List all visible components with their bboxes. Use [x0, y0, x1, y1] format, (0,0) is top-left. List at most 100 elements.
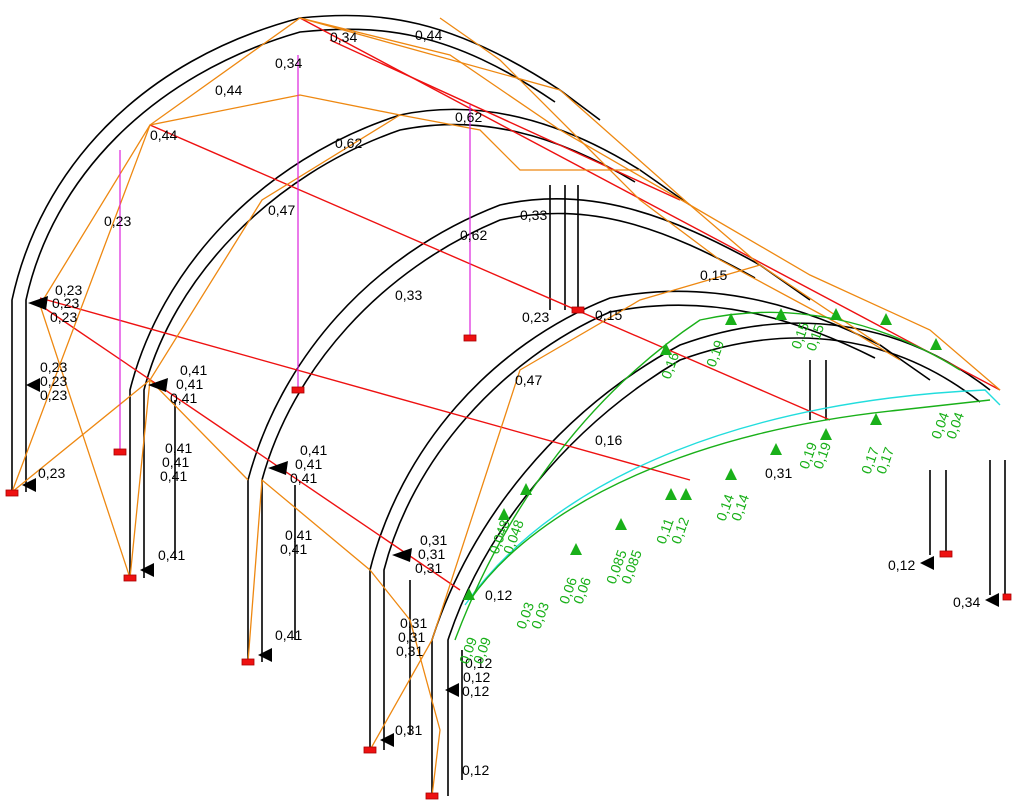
- load-arrow-icon: [680, 488, 692, 500]
- brace-side-5: [409, 619, 441, 797]
- force-label: 0,41: [160, 468, 187, 484]
- force-label: 0,41: [285, 527, 312, 543]
- load-line-inner: [469, 399, 991, 601]
- member-arrow-icon: [26, 378, 40, 392]
- support-icon: [5, 489, 19, 497]
- force-label: 0,12: [463, 669, 490, 685]
- brace-roof-2: [39, 94, 640, 579]
- force-label: 0,47: [268, 202, 295, 218]
- force-label: 0,31: [398, 629, 425, 645]
- force-label: 0,23: [52, 295, 79, 311]
- force-label: 0,12: [465, 655, 492, 671]
- force-label: 0,62: [460, 227, 487, 243]
- arch-frame-1-inner: [25, 28, 556, 492]
- member-arrow-icon: [445, 683, 459, 697]
- load-arrow-icon: [570, 543, 582, 555]
- force-label: 0,41: [300, 442, 327, 458]
- member-arrow-icon: [258, 648, 272, 662]
- load-arrow-icon: [870, 413, 882, 425]
- support-icon: [425, 792, 439, 800]
- force-label: 0,34: [275, 55, 302, 71]
- force-labels-black: 0,23 0,23 0,23 0,23 0,23 0,23 0,23 0,23 …: [38, 27, 980, 778]
- brace-side-3: [247, 478, 411, 663]
- force-label: 0,47: [515, 372, 542, 388]
- force-label: 0,31: [420, 532, 447, 548]
- force-label: 0,23: [40, 387, 67, 403]
- member-end-arrows: [22, 296, 999, 747]
- bracing-members: [11, 17, 1001, 797]
- force-label: 0,33: [395, 287, 422, 303]
- force-label: 0,41: [295, 456, 322, 472]
- member-arrow-icon: [920, 556, 934, 570]
- arch-frame-3-inner: [261, 212, 756, 662]
- member-arrow-icon: [148, 378, 168, 392]
- force-label: 0,31: [415, 560, 442, 576]
- force-label: 0,31: [765, 465, 792, 481]
- support-icon: [571, 306, 585, 314]
- load-label: 0,19: [703, 338, 727, 369]
- load-lines: [454, 311, 991, 641]
- arch-frame-5-inner: [447, 337, 981, 796]
- support-icon: [363, 746, 377, 754]
- force-label: 0,41: [158, 547, 185, 563]
- force-label: 0,12: [462, 683, 489, 699]
- longitudinal-beams: [39, 17, 1001, 591]
- force-label: 0,41: [280, 541, 307, 557]
- support-icon: [123, 574, 137, 582]
- force-label: 0,23: [55, 282, 82, 298]
- arch-frame-2: [129, 108, 691, 578]
- force-label: 0,34: [330, 29, 357, 45]
- support-icon: [113, 448, 127, 456]
- right-leg-3: [929, 470, 947, 555]
- force-label: 0,41: [180, 362, 207, 378]
- force-label: 0,34: [953, 594, 980, 610]
- support-icon: [1002, 593, 1012, 601]
- force-label: 0,12: [888, 557, 915, 573]
- arch-frame-4: [369, 290, 931, 750]
- force-label: 0,31: [400, 615, 427, 631]
- force-label: 0,31: [395, 722, 422, 738]
- load-arrows: [463, 308, 942, 600]
- force-label: 0,41: [170, 390, 197, 406]
- force-label: 0,31: [396, 643, 423, 659]
- arch-frame-5: [431, 322, 991, 796]
- load-arrow-icon: [665, 488, 677, 500]
- right-leg-4: [989, 460, 1006, 595]
- force-label: 0,41: [162, 454, 189, 470]
- arch-frames: [11, 14, 1006, 796]
- member-arrow-icon: [985, 593, 999, 607]
- load-labels-green: 0,19 0,19 0,19 0,16 0,15 0,15 0,14 0,14 …: [456, 320, 967, 666]
- right-leg-2: [809, 360, 827, 420]
- force-label: 0,23: [38, 465, 65, 481]
- hanger-members: [119, 55, 471, 452]
- support-icon: [463, 334, 477, 342]
- force-label: 0,15: [595, 307, 622, 323]
- load-arrow-icon: [820, 428, 832, 440]
- member-arrow-icon: [392, 548, 412, 562]
- force-label: 0,23: [50, 309, 77, 325]
- force-label: 0,31: [418, 546, 445, 562]
- beam-back: [329, 39, 681, 201]
- arch-frame-1: [11, 14, 601, 492]
- beam-upper: [149, 124, 831, 421]
- inner-posts: [174, 400, 463, 780]
- force-label: 0,23: [40, 373, 67, 389]
- member-arrow-icon: [268, 461, 288, 475]
- load-arrow-icon: [615, 518, 627, 530]
- member-arrow-icon: [22, 478, 36, 492]
- load-arrow-icon: [830, 308, 842, 320]
- right-leg-1: [549, 185, 579, 310]
- load-arrow-icon: [463, 588, 475, 600]
- load-arrow-icon: [880, 313, 892, 325]
- beam-lower: [39, 304, 461, 591]
- brace-top-x: [299, 17, 881, 346]
- brace-top-y: [439, 17, 901, 361]
- cable-member: [464, 389, 1001, 606]
- force-label: 0,44: [415, 27, 442, 43]
- arch-frame-3: [247, 197, 811, 662]
- force-label: 0,41: [275, 627, 302, 643]
- member-arrow-icon: [380, 733, 394, 747]
- force-label: 0,44: [215, 82, 242, 98]
